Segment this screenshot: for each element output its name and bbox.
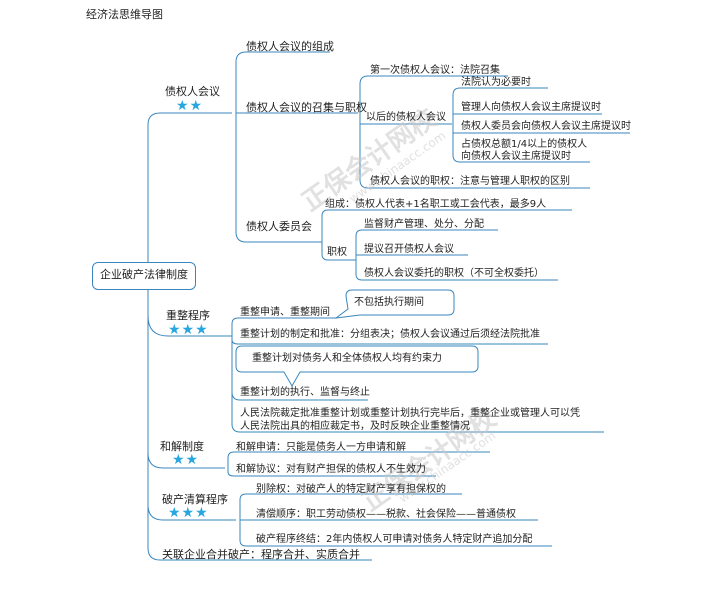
node-later-item: 向债权人会议主席提议时 xyxy=(461,151,571,162)
node-settlement-agreement: 和解协议：对有财产担保的债权人不生效力 xyxy=(236,464,426,475)
star-rating: ★★★ xyxy=(168,505,209,521)
node-first-meeting: 第一次债权人会议：法院召集 xyxy=(370,65,500,76)
page-title: 经济法思维导图 xyxy=(86,8,163,21)
link-b3-c2 xyxy=(227,468,436,477)
star-rating: ★★ xyxy=(172,452,200,468)
root-label: 企业破产法律制度 xyxy=(100,268,188,281)
branch-affiliated-bankruptcy: 关联企业合并破产：程序合并、实质合并 xyxy=(162,548,360,561)
link-root-b2 xyxy=(147,315,232,337)
node-separate-right: 别除权：对破产人的特定财产享有担保权的 xyxy=(256,484,446,495)
link-b4-c1 xyxy=(239,493,462,520)
callout-bubble-1 xyxy=(334,289,455,319)
link-c3-comp xyxy=(321,209,572,242)
branch-reorganization: 重整程序 xyxy=(166,309,210,322)
star-rating: ★★ xyxy=(176,98,204,114)
node-settlement-application: 和解申请：只能是债务人一方申请和解 xyxy=(236,442,406,453)
node-power-item: 债权人会议委托的职权（不可全权委托） xyxy=(364,268,544,279)
node-later-item: 债权人委员会向债权人会议主席提议时 xyxy=(461,121,631,132)
link-later-4 xyxy=(452,124,590,163)
node-later-item: 法院认为必要时 xyxy=(461,77,531,88)
link-root-b3 xyxy=(147,452,225,469)
link-later-1 xyxy=(452,87,548,124)
node-power-item: 提议召开债权人会议 xyxy=(364,244,454,255)
branch-liquidation: 破产清算程序 xyxy=(162,493,228,506)
link-power-1 xyxy=(355,229,498,260)
node-committee-power: 职权 xyxy=(327,247,347,258)
link-c2-duty xyxy=(359,113,590,189)
link-c2-first xyxy=(359,75,508,113)
link-b1-c1 xyxy=(235,51,330,113)
link-root-b5 xyxy=(147,285,372,561)
branch-settlement: 和解制度 xyxy=(160,440,204,453)
star-rating: ★★★ xyxy=(168,322,209,338)
callout-bubble-2 xyxy=(235,345,479,388)
link-b4-c3 xyxy=(239,520,552,547)
node-reorg-plan-approval: 重整计划的制定和批准：分组表决；债权人会议通过后须经法院批准 xyxy=(240,329,540,340)
root-node xyxy=(92,262,196,290)
node-reorg-application: 重整申请、重整期间 xyxy=(240,307,330,318)
callout-plan-binding: 重整计划对债务人和全体债权人均有约束力 xyxy=(252,353,442,364)
branch-creditors-meeting: 债权人会议 xyxy=(165,85,220,98)
node-creditors-committee: 债权人委员会 xyxy=(246,220,312,233)
node-power-item: 监督财产管理、处分、分配 xyxy=(364,219,484,230)
node-reorg-execution: 重整计划的执行、监督与终止 xyxy=(240,387,370,398)
node-reorg-court-ruling: 人民法院裁定批准重整计划或重整计划执行完毕后，重整企业或管理人可以凭 xyxy=(240,408,580,419)
node-later-item: 管理人向债权人会议主席提议时 xyxy=(461,102,601,113)
link-b2-c1 xyxy=(231,317,336,336)
link-b1-c3 xyxy=(235,113,322,243)
link-c3-power xyxy=(321,242,356,261)
node-committee-composition: 组成：债权人代表+1名职工或工会代表，最多9人 xyxy=(325,199,547,210)
callout-excludes-execution: 不包括执行期间 xyxy=(354,297,424,308)
link-root-b4 xyxy=(147,504,236,521)
node-later-meetings: 以后的债权人会议 xyxy=(366,112,446,123)
node-reorg-court-ruling-cont: 人民法院出具的相应裁定书，及时反映企业重整情况 xyxy=(240,421,470,432)
node-later-item: 占债权总额1/4以上的债权人 xyxy=(461,139,588,150)
link-b2-c4 xyxy=(231,336,604,433)
node-meeting-duty: 债权人会议的职权：注意与管理人职权的区别 xyxy=(370,176,570,187)
node-procedure-termination: 破产程序终结：2年内债权人可申请对债务人特定财产追加分配 xyxy=(256,534,533,545)
link-power-3 xyxy=(355,260,558,281)
link-root-b1 xyxy=(147,112,232,263)
node-repayment-order: 清偿顺序：职工劳动债权——税款、社会保险——普通债权 xyxy=(256,509,516,520)
link-b3-c1 xyxy=(227,451,490,468)
node-meeting-composition: 债权人会议的组成 xyxy=(246,40,334,53)
node-meeting-convening: 债权人会议的召集与职权 xyxy=(246,101,367,114)
